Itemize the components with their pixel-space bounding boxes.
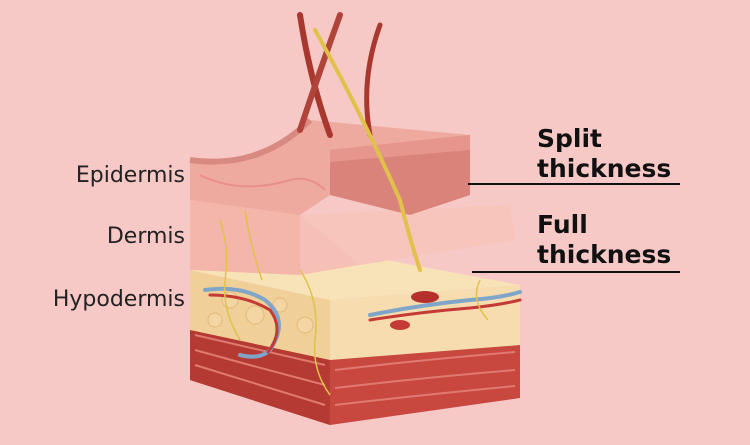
split-thickness-line1: Split [537,124,602,153]
hypodermis-label: Hypodermis [52,287,185,312]
full-thickness-line2: thickness [537,240,672,269]
blood-vessels [203,286,522,359]
full-thickness-label: Full thickness [537,210,671,270]
dermis-label: Dermis [106,224,185,249]
epidermis-flap [189,117,470,215]
epidermis-label: Epidermis [75,163,185,188]
full-thickness-line1: Full [537,210,588,239]
split-thickness-line2: thickness [537,154,672,183]
dermis-lower-layer [190,200,515,275]
nerve-fibers [219,209,489,396]
hair-strands [297,12,422,272]
split-thickness-label: Split thickness [537,124,671,184]
